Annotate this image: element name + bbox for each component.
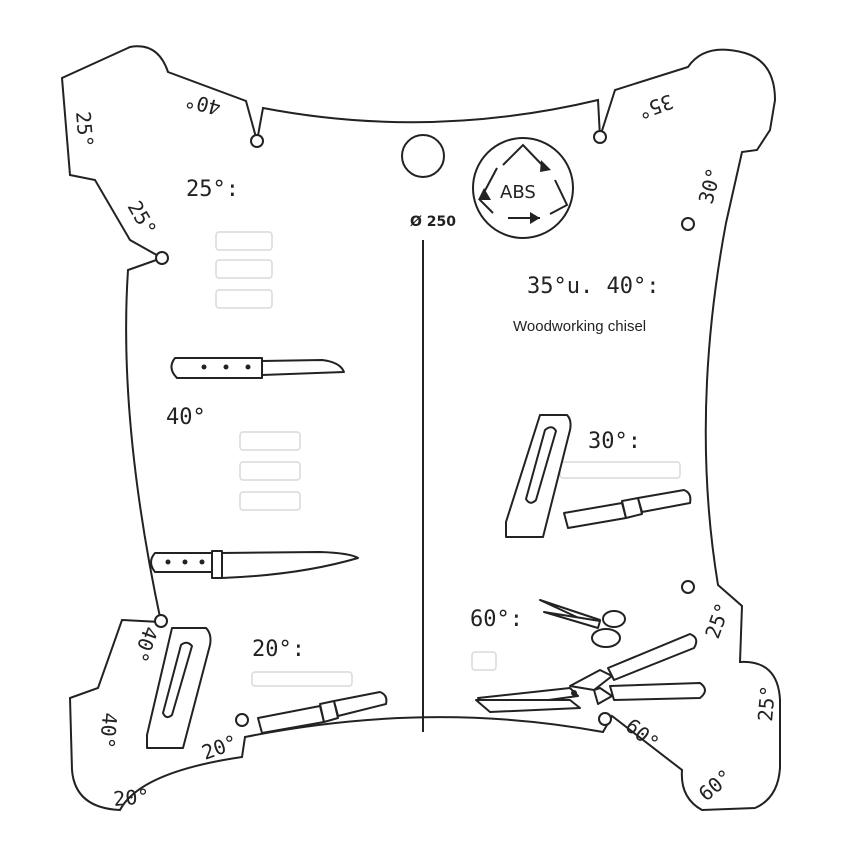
edge-angle-bottom-left-b: 20°: [199, 730, 241, 765]
hole-left-lower: [154, 614, 168, 628]
edge-angle-right-upper: 30°: [694, 165, 727, 206]
faint-text-blocks: [215, 231, 681, 687]
scissors-icon: [539, 599, 626, 648]
edge-angle-left-lower: 40°: [128, 623, 163, 665]
hedge-shears-icon: [475, 633, 706, 713]
section-label-60: 60°:: [470, 607, 523, 632]
hole-top-left: [250, 134, 264, 148]
edge-angle-top-left-a: 25°: [71, 110, 98, 148]
edge-holes: [154, 130, 695, 727]
hole-right-lower: [681, 580, 695, 594]
plane-iron-icon: [146, 627, 212, 749]
center-hole: [401, 134, 445, 178]
chef-knife-icon: [150, 550, 359, 579]
recycle-icon: ABS: [472, 137, 574, 239]
hole-left-upper: [155, 251, 169, 265]
edge-angle-bottom-right-a: 25°: [753, 684, 780, 722]
edge-angle-bottom-right-c: 60°: [694, 764, 737, 806]
hole-top-right: [593, 130, 607, 144]
chisel-icon: [257, 691, 388, 734]
edge-angle-bottom-left-c: 20°: [112, 784, 150, 811]
edge-angle-left-upper: 25°: [123, 197, 162, 240]
chisel-right-icon: [563, 489, 692, 529]
edge-angle-right-lower: 25°: [700, 600, 735, 642]
recycle-code: ABS: [500, 182, 536, 203]
section-label-40: 40°: [166, 405, 206, 430]
section-label-35-40: 35°u. 40°:: [527, 274, 659, 299]
diameter-label: Ø 250: [410, 214, 456, 230]
hole-bottom-right: [598, 712, 612, 726]
section-label-20: 20°:: [252, 637, 305, 662]
section-label-25: 25°:: [186, 177, 239, 202]
annotation-label: Woodworking chisel: [513, 318, 646, 335]
edge-angle-top-right-a: 35°: [634, 89, 676, 124]
hole-bottom-left: [235, 713, 249, 727]
hole-right-upper: [681, 217, 695, 231]
template-outline: [60, 45, 781, 812]
edge-angle-top-left-b: 40°: [182, 88, 223, 121]
section-label-30: 30°:: [588, 429, 641, 454]
edge-angle-bottom-left-a: 40°: [95, 712, 122, 750]
paring-knife-icon: [170, 357, 345, 379]
edge-angle-bottom-right-b: 60°: [621, 713, 664, 755]
plane-iron-right-icon: [505, 414, 572, 538]
